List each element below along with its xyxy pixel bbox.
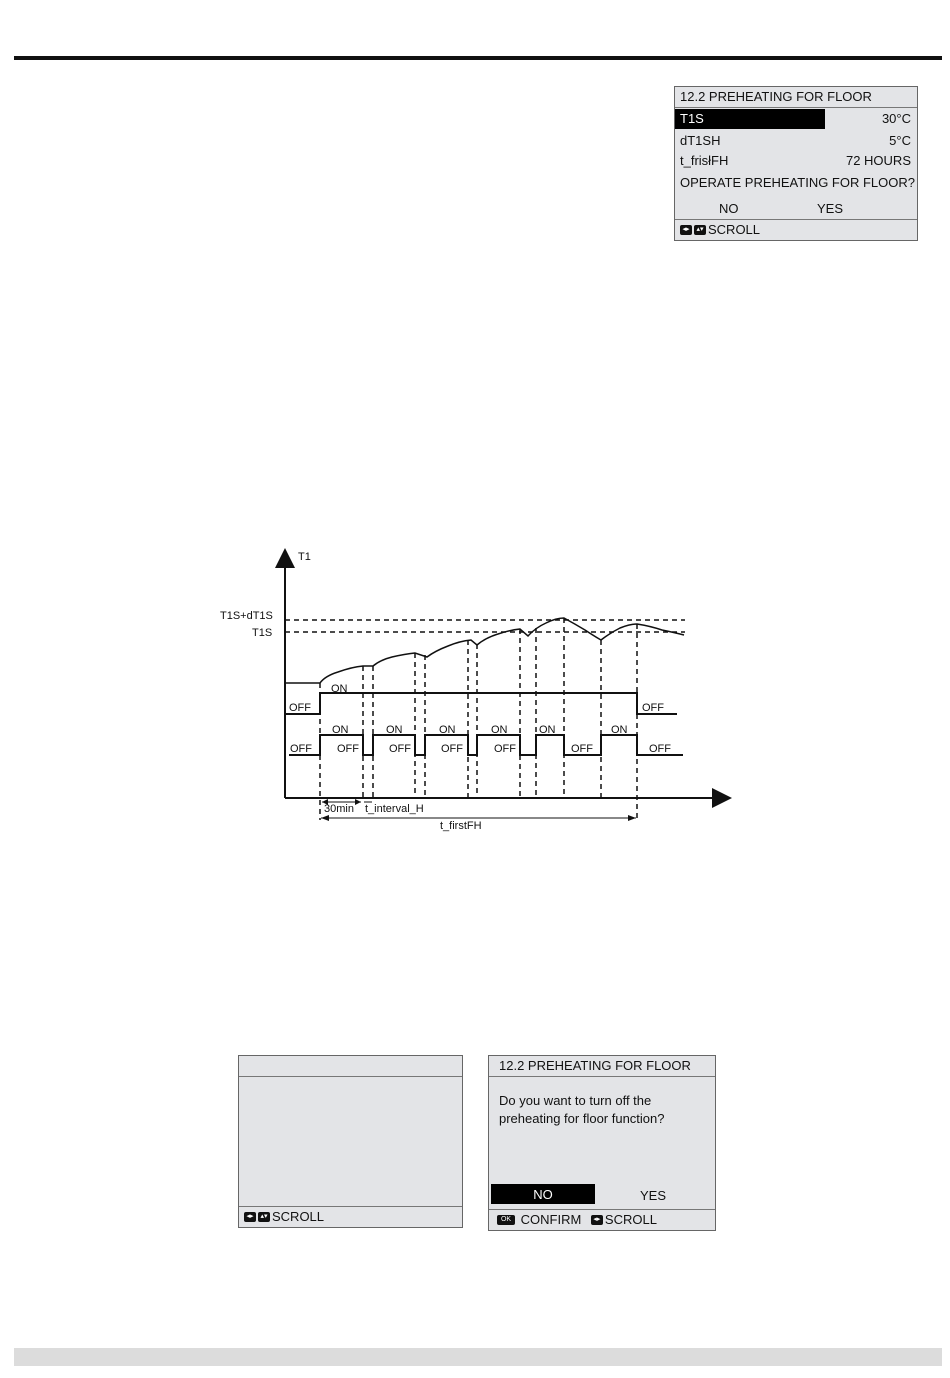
row1-pulse [285, 692, 677, 715]
row2-pulse [289, 734, 683, 756]
no-label: NO [533, 1187, 553, 1202]
screen-footer: OK CONFIRM ◂▸SCROLL [489, 1209, 715, 1230]
dim-30min-arrow-right [355, 799, 361, 805]
row2-off-label: OFF [649, 743, 671, 755]
screen-title: 12.2 PREHEATING FOR FLOOR [675, 87, 917, 108]
y-axis-label: T1 [298, 551, 311, 563]
dt1sh-row[interactable]: dT1SH 5°C [675, 131, 917, 151]
t-firstfh-value: 72 HOURS [845, 153, 911, 168]
row2-on-label: ON [332, 724, 349, 736]
row1-on-label: ON [331, 683, 348, 695]
dt1sh-value: 5°C [889, 133, 911, 148]
preheating-timing-diagram: T1 T1S+dT1S T1S ON OFF OFF ON ON ON ON O… [220, 548, 732, 832]
t-firstfh-label: t_frisłFH [680, 153, 729, 168]
screen-footer: ◂▸▴▾SCROLL [675, 219, 917, 240]
scroll-label: SCROLL [708, 222, 761, 237]
dim-total-arrow-right [628, 815, 636, 821]
left-right-key-icon: ◂▸ [590, 1214, 603, 1225]
temperature-curve [285, 617, 685, 684]
confirm-label: CONFIRM [520, 1212, 582, 1227]
upper-level-label: T1S+dT1S [220, 610, 273, 622]
up-down-key-icon: ▴▾ [258, 1211, 270, 1222]
row2-on-label: ON [539, 724, 556, 736]
ok-key-icon: OK [497, 1214, 515, 1225]
scroll-label: SCROLL [272, 1209, 325, 1224]
confirm-message-line2: preheating for floor function? [499, 1111, 665, 1126]
lcd-screen-preheating: 12.2 PREHEATING FOR FLOOR T1S 30°C dT1SH… [674, 86, 918, 241]
row2-on-label: ON [491, 724, 508, 736]
screen-title: 12.2 PREHEATING FOR FLOOR [489, 1056, 715, 1077]
header-rule [14, 56, 942, 60]
row2-on-label: ON [439, 724, 456, 736]
t1s-row[interactable]: T1S 30°C [675, 109, 917, 129]
t1s-label: T1S [675, 109, 825, 129]
scroll-label: SCROLL [604, 1212, 657, 1227]
row2-off-label: OFF [441, 743, 463, 755]
row1-off-right-label: OFF [642, 702, 664, 714]
row2-off-label: OFF [337, 743, 359, 755]
no-option[interactable]: NO [719, 201, 739, 216]
row1-off-left-label: OFF [289, 702, 311, 714]
row2-off-label: OFF [389, 743, 411, 755]
screen-title [239, 1056, 462, 1077]
up-down-key-icon: ▴▾ [694, 224, 706, 235]
footer-band [14, 1348, 942, 1366]
yes-option[interactable]: YES [817, 201, 844, 216]
dim-total-arrow-left [321, 815, 329, 821]
dim-total-label: t_firstFH [440, 820, 482, 832]
confirm-message-line1: Do you want to turn off the [499, 1093, 652, 1108]
screen-footer: ◂▸▴▾SCROLL [239, 1206, 462, 1227]
row2-on-label: ON [611, 724, 628, 736]
confirm-message: Do you want to turn off the preheating f… [499, 1092, 665, 1128]
row2-on-label: ON [386, 724, 403, 736]
t1s-value: 30°C [881, 111, 911, 126]
row2-off-label: OFF [571, 743, 593, 755]
dim-interval-label: t_interval_H [365, 803, 424, 815]
lcd-screen-confirm: 12.2 PREHEATING FOR FLOOR Do you want to… [488, 1055, 716, 1231]
prompt-row: OPERATE PREHEATING FOR FLOOR? [675, 173, 917, 193]
row2-off-label: OFF [494, 743, 516, 755]
dim-30min-arrow-left [322, 799, 328, 805]
yes-button[interactable]: YES [640, 1188, 667, 1203]
timing-guides [319, 618, 638, 820]
no-button[interactable]: NO [491, 1184, 595, 1204]
lower-level-label: T1S [252, 627, 272, 639]
t-firstfh-row[interactable]: t_frisłFH 72 HOURS [675, 151, 917, 171]
row2-off-label: OFF [290, 743, 312, 755]
dt1sh-label: dT1SH [680, 133, 721, 148]
left-right-key-icon: ◂▸ [680, 224, 692, 235]
prompt-text: OPERATE PREHEATING FOR FLOOR? [680, 175, 915, 190]
left-right-key-icon: ◂▸ [244, 1211, 256, 1222]
dim-30min-label: 30min [324, 803, 354, 815]
lcd-screen-blank: ◂▸▴▾SCROLL [238, 1055, 463, 1228]
